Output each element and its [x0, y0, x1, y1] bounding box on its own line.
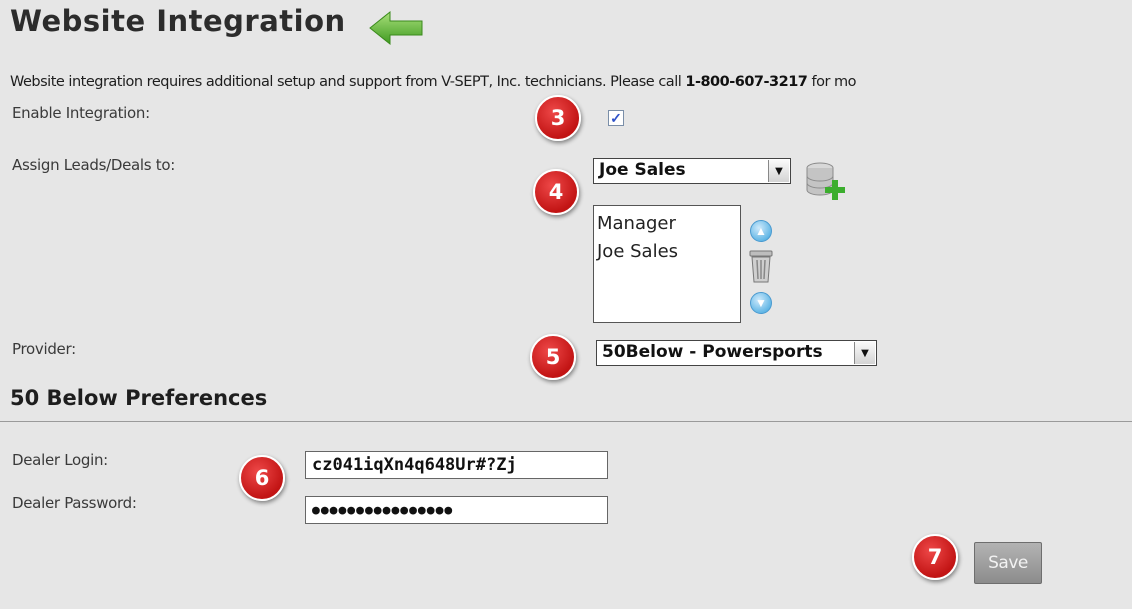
- save-button[interactable]: Save: [974, 542, 1042, 584]
- step-badge-5: 5: [530, 334, 576, 380]
- list-item[interactable]: Joe Sales: [597, 241, 679, 262]
- arrow-down-icon[interactable]: ▼: [750, 292, 772, 314]
- trash-icon[interactable]: [747, 248, 775, 284]
- chevron-down-icon[interactable]: ▼: [854, 342, 875, 364]
- dealer-password-label: Dealer Password:: [12, 494, 137, 512]
- enable-integration-checkbox[interactable]: ✓: [608, 110, 624, 126]
- dealer-login-input[interactable]: cz041iqXn4q648Ur#?Zj: [305, 451, 608, 479]
- provider-label: Provider:: [12, 340, 76, 358]
- step-badge-7: 7: [912, 534, 958, 580]
- step-badge-3: 3: [535, 95, 581, 141]
- arrow-up-icon[interactable]: ▲: [750, 220, 772, 242]
- step-badge-4: 4: [533, 169, 579, 215]
- assign-user-select[interactable]: Joe Sales ▼: [593, 158, 791, 184]
- assign-leads-label: Assign Leads/Deals to:: [12, 156, 175, 174]
- chevron-down-icon[interactable]: ▼: [768, 160, 789, 182]
- dealer-login-label: Dealer Login:: [12, 451, 108, 469]
- database-add-icon[interactable]: [804, 160, 848, 202]
- dealer-password-input[interactable]: ●●●●●●●●●●●●●●●●: [305, 496, 608, 524]
- step-badge-6: 6: [239, 455, 285, 501]
- provider-select[interactable]: 50Below - Powersports ▼: [596, 340, 877, 366]
- support-phone: 1-800-607-3217: [685, 74, 808, 90]
- preferences-heading: 50 Below Preferences: [10, 386, 268, 410]
- back-arrow-icon[interactable]: [368, 10, 424, 46]
- assigned-users-list[interactable]: Manager Joe Sales: [593, 205, 741, 323]
- enable-integration-label: Enable Integration:: [12, 104, 150, 122]
- section-divider: [0, 421, 1132, 422]
- intro-text: Website integration requires additional …: [10, 74, 857, 90]
- list-item[interactable]: Manager: [597, 213, 676, 234]
- page-title: Website Integration: [10, 4, 346, 38]
